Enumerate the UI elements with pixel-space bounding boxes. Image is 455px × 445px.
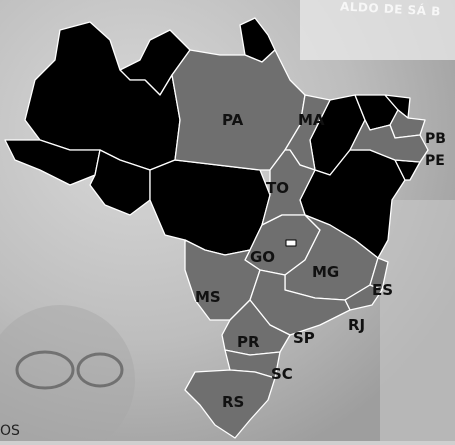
label-to: TO: [266, 179, 289, 197]
label-mg: MG: [312, 263, 339, 281]
label-pa: PA: [222, 111, 244, 129]
footer-text: OS: [0, 423, 20, 439]
state-rondonia: [89, 149, 151, 216]
label-rj: RJ: [348, 316, 365, 334]
label-sp: SP: [293, 329, 315, 347]
state-rs: [184, 369, 276, 439]
state-to: [261, 149, 316, 226]
state-mato-grosso: [149, 159, 271, 256]
label-rs: RS: [222, 393, 244, 411]
label-pb: PB: [425, 131, 446, 147]
label-ms: MS: [195, 288, 221, 306]
label-sc: SC: [271, 365, 293, 383]
label-pr: PR: [237, 333, 260, 351]
label-go: GO: [250, 248, 275, 266]
label-ma: MA: [298, 111, 325, 129]
state-pe: [349, 119, 429, 163]
label-pe: PE: [425, 153, 445, 169]
federal-district: [285, 239, 297, 247]
label-es: ES: [372, 281, 393, 299]
